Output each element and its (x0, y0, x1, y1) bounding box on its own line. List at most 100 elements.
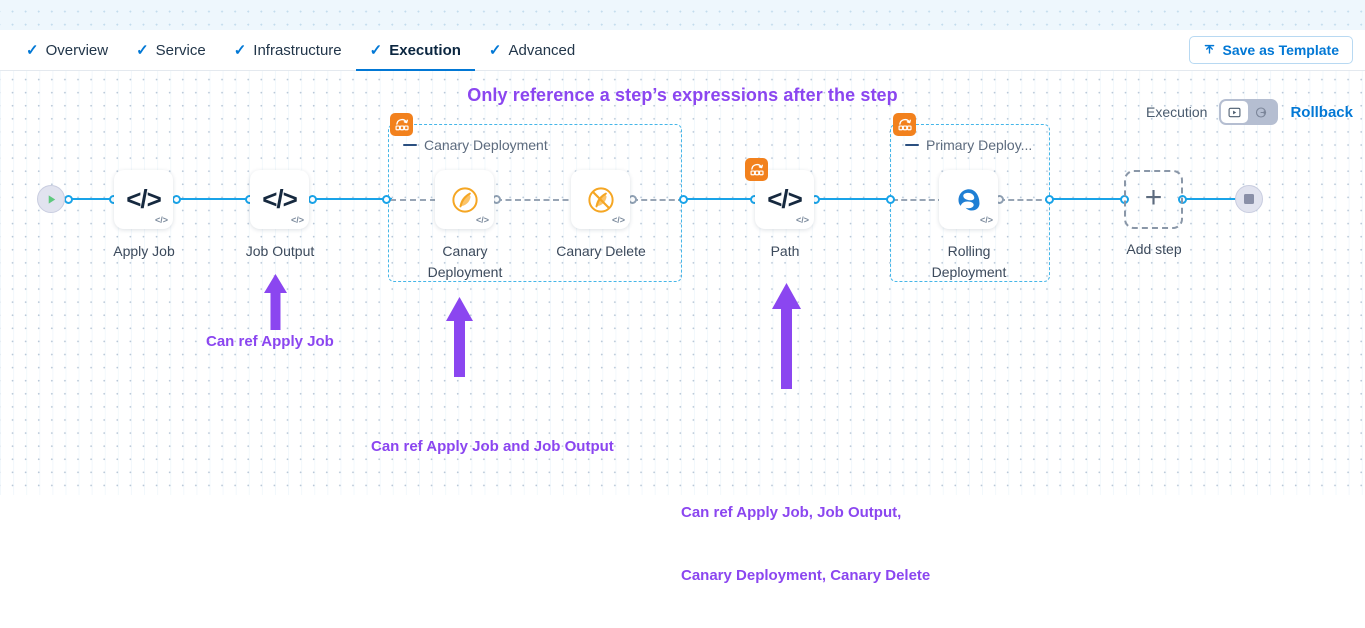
rollback-arrow-icon (1256, 106, 1267, 118)
annotation-text-1: Can ref Apply Job (206, 333, 334, 350)
rolling-deployment-icon (958, 188, 979, 210)
step-group-icon-path (745, 158, 768, 181)
code-badge-icon: </> (154, 215, 168, 225)
annotation-text-3-line2: Canary Deployment, Canary Delete (681, 567, 931, 584)
node-label-line1: Rolling (947, 243, 991, 259)
step-group-title-label: Canary Deployment (424, 137, 548, 153)
code-icon: </> (126, 184, 162, 214)
collapse-dash-icon[interactable] (403, 143, 417, 147)
step-group-icon (897, 118, 912, 130)
save-as-template-label: Save as Template (1222, 42, 1339, 58)
connector-applyjob-joboutput (176, 198, 258, 200)
annotation-text-3: Can ref Apply Job, Job Output, Canary De… (681, 460, 930, 628)
code-badge-icon: </> (290, 215, 304, 225)
switch-execution-option[interactable] (1221, 101, 1249, 123)
tab-execution[interactable]: ✓ Execution (355, 30, 476, 72)
headline-text: Only reference a step’s expressions afte… (467, 85, 898, 105)
execution-box-icon (1229, 107, 1241, 117)
canary-icon (451, 186, 478, 213)
connector-canarydelete-groupend (632, 199, 684, 201)
pipeline-canvas[interactable]: Only reference a step’s expressions afte… (0, 71, 1365, 584)
node-canary-delete[interactable]: </> (571, 170, 630, 229)
tab-list: ✓ Overview ✓ Service ✓ Infrastructure ✓ … (12, 30, 589, 72)
annotation-arrow-2 (446, 297, 473, 377)
node-job-output[interactable]: </> </> (250, 170, 309, 229)
check-icon: ✓ (233, 42, 247, 59)
node-label-path: Path (770, 243, 800, 259)
connector-group2-rolling (892, 199, 944, 201)
step-group-title-label: Primary Deploy... (926, 137, 1033, 153)
execution-rollback-toggle: Execution Rollback (1146, 99, 1353, 125)
tab-overview[interactable]: ✓ Overview (12, 30, 122, 71)
code-badge-icon: </> (475, 215, 489, 225)
save-as-template-button[interactable]: Save as Template (1188, 36, 1353, 64)
connector-group1-path (682, 198, 758, 200)
tab-label: Overview (45, 42, 109, 59)
code-icon: </> (262, 184, 298, 214)
step-group-icon (749, 163, 764, 175)
rollback-link[interactable]: Rollback (1290, 103, 1353, 121)
node-rolling-deployment[interactable]: </> (939, 170, 998, 229)
step-group-icon-canary (390, 113, 413, 136)
plus-icon: + (1144, 181, 1163, 214)
connector-canarydeploy-canarydelete (496, 199, 578, 201)
tab-label: Execution (389, 42, 461, 59)
connector-dot[interactable] (679, 195, 688, 204)
node-label-job-output: Job Output (245, 243, 315, 259)
step-group-icon (394, 118, 409, 130)
pipeline-end-node[interactable] (1235, 185, 1263, 213)
connector-start-applyjob (66, 198, 121, 200)
connector-dot[interactable] (382, 195, 391, 204)
execution-label: Execution (1145, 104, 1208, 120)
connector-path-group2 (815, 198, 893, 200)
collapse-dash-icon[interactable] (905, 143, 919, 147)
connector-group2-addstep (1048, 198, 1126, 200)
node-canary-deployment[interactable]: </> (435, 170, 494, 229)
node-label-line2: Deployment (427, 264, 503, 280)
node-label-apply-job: Apply Job (113, 243, 175, 259)
code-badge-icon: </> (611, 215, 625, 225)
node-apply-job[interactable]: </> </> (114, 170, 173, 229)
execution-mode-switch[interactable] (1219, 99, 1279, 125)
add-step-button[interactable]: + (1124, 170, 1183, 229)
node-label-canary-delete: Canary Delete (556, 243, 646, 259)
connector-rolling-groupend (999, 199, 1051, 201)
code-badge-icon: </> (795, 215, 809, 225)
node-label-rolling-deployment: Rolling Deployment (909, 241, 1029, 283)
check-icon: ✓ (136, 42, 149, 59)
connector-dot[interactable] (172, 195, 181, 204)
tab-service[interactable]: ✓ Service (122, 30, 220, 71)
node-label-add-step: Add step (1126, 241, 1182, 257)
code-badge-icon: </> (979, 215, 993, 225)
check-icon: ✓ (26, 42, 39, 59)
pipeline-start-node[interactable] (37, 185, 65, 213)
connector-joboutput-group1 (312, 198, 392, 200)
annotation-arrow-3 (772, 283, 801, 389)
connector-dot[interactable] (1045, 195, 1054, 204)
canvas-top-strip (0, 0, 1365, 30)
node-label-canary-deployment: Canary Deployment (405, 241, 525, 283)
step-group-title: Primary Deploy... (905, 137, 1032, 153)
play-icon (48, 194, 55, 204)
connector-addstep-end (1182, 198, 1242, 200)
tab-label: Service (155, 42, 206, 59)
connector-dot[interactable] (886, 195, 895, 204)
tab-infrastructure[interactable]: ✓ Infrastructure (220, 30, 356, 71)
stop-icon (1244, 194, 1254, 204)
step-group-icon-primary (893, 113, 916, 136)
switch-rollback-option[interactable] (1248, 101, 1275, 123)
connector-dot[interactable] (308, 195, 317, 204)
canary-delete-icon (587, 186, 614, 213)
upload-icon (1204, 44, 1214, 54)
tab-advanced[interactable]: ✓ Advanced (475, 30, 589, 71)
node-path[interactable]: </> </> (745, 158, 814, 229)
annotation-text-3-line1: Can ref Apply Job, Job Output, (681, 504, 902, 521)
check-icon: ✓ (488, 42, 502, 59)
tab-label: Advanced (508, 42, 576, 59)
check-icon: ✓ (369, 42, 383, 59)
connector-dot[interactable] (64, 195, 73, 204)
node-label-line2: Deployment (931, 264, 1007, 280)
annotation-text-2: Can ref Apply Job and Job Output (371, 438, 614, 455)
annotation-arrow-1 (264, 274, 287, 330)
tab-label: Infrastructure (253, 42, 342, 59)
